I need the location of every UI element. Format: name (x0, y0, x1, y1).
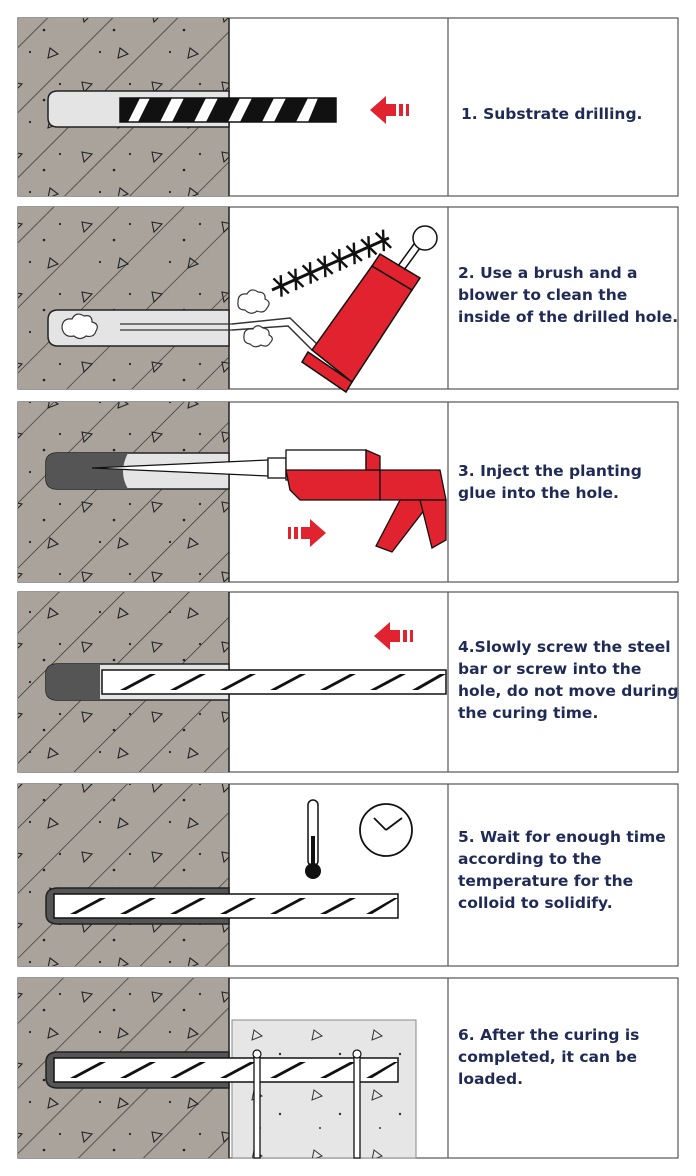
step-1-panel (17, 17, 679, 197)
arrow-left-icon (370, 96, 409, 124)
glue-gun-icon (267, 449, 447, 553)
step-4-text: 4.Slowly screw the steel bar or screw in… (458, 638, 679, 722)
step-3-panel (17, 401, 679, 583)
steel-bar-icon (53, 893, 399, 919)
step-6-panel (17, 977, 679, 1159)
step-6-text: 6. After the curing is completed, it can… (458, 1026, 640, 1088)
clock-icon (359, 803, 413, 857)
dust-cloud-icon (61, 289, 273, 348)
brush-icon (271, 229, 393, 297)
step-5-text: 5. Wait for enough time according to the… (458, 828, 666, 912)
step-3-text: 3. Inject the planting glue into the hol… (458, 462, 642, 502)
step-2-text: 2. Use a brush and a blower to clean the… (458, 264, 679, 326)
arrow-left-icon (374, 622, 413, 650)
drill-bit-icon (119, 97, 337, 123)
step-1-text: 1. Substrate drilling. (461, 105, 642, 123)
step-5-panel (17, 783, 679, 967)
step-2-panel (17, 206, 679, 394)
steel-bar-icon (53, 1057, 399, 1083)
arrow-right-icon (288, 519, 326, 547)
thermometer-icon (305, 799, 321, 879)
concrete-block-icon (231, 1019, 417, 1159)
step-4-panel (17, 591, 679, 773)
blower-icon (300, 225, 438, 394)
steel-bar-icon (101, 669, 447, 695)
